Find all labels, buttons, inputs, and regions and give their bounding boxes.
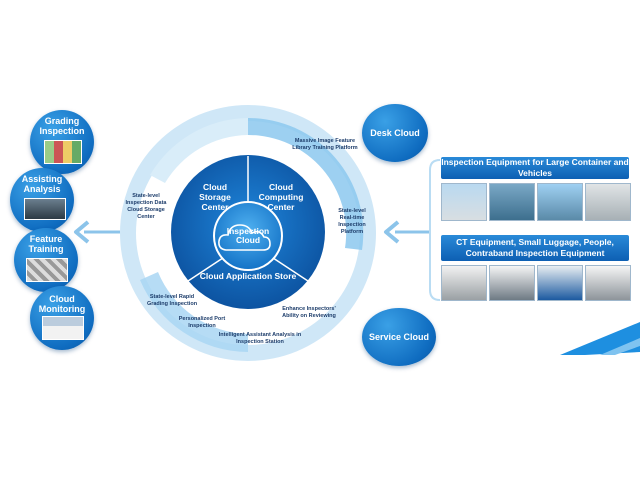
storage-center-text: Cloud Storage Center [199,182,231,212]
desk-cloud-bubble[interactable]: Desk Cloud [362,104,428,162]
ct-equipment-photo-4 [585,265,631,301]
grading-inspection-label: Grading Inspection [39,116,85,136]
ct-equipment-photo-2 [489,265,535,301]
personalized-text: Personalized Port Inspection [178,316,226,329]
feature-training-bubble[interactable]: Feature Training [14,228,78,292]
inspection-cloud-text: Inspection Cloud [226,226,270,245]
ring-segment-bottom-left [140,272,248,352]
ct-equipment-photo-1 [441,265,487,301]
inspection-cloud-circle [213,201,283,271]
large-equipment-title: Inspection Equipment for Large Container… [441,157,629,179]
large-equipment-photo-2 [489,183,535,221]
image-platform-text: Massive Image Feature Library Training P… [292,138,358,151]
large-equipment-photo-4 [585,183,631,221]
arrow-left-icon [74,220,90,244]
assistant-text: Intelligent Assistant Analysis in Inspec… [218,332,302,345]
app-store-text: Cloud Application Store [199,271,297,281]
realtime-platform-text: State-level Real-time Inspection Platfor… [338,208,366,235]
ring-segment-top-right [248,117,364,251]
large-equipment-photo-1 [441,183,487,221]
cloud-monitoring-image [42,316,84,340]
assisting-analysis-bubble[interactable]: Assisting Analysis [10,168,74,232]
service-cloud-bubble[interactable]: Service Cloud [362,308,436,366]
cloud-monitoring-bubble[interactable]: Cloud Monitoring [30,286,94,350]
grading-inspection-bubble[interactable]: Grading Inspection [30,110,94,174]
storage-platform-text: State-level Inspection Data Cloud Storag… [125,193,167,220]
grading-inspection-image [44,140,82,164]
ct-equipment-photo-3 [537,265,583,301]
arrow-right-icon [384,220,400,244]
right-bracket [429,159,441,301]
rapid-grading-text: State-level Rapid Grading Inspection [146,294,198,307]
cloud-monitoring-label: Cloud Monitoring [38,294,86,314]
feature-training-image [26,258,68,282]
service-cloud-label: Service Cloud [368,332,430,342]
ring-segment-top-left [150,118,248,183]
computing-center-text: Cloud Computing Center [258,182,304,212]
large-equipment-photo-3 [537,183,583,221]
feature-training-label: Feature Training [28,234,64,254]
desk-cloud-label: Desk Cloud [370,128,420,138]
enhance-text: Enhance Inspectors' Ability on Reviewing [282,306,336,319]
ct-equipment-title: CT Equipment, Small Luggage, People, Con… [441,235,629,261]
decorative-stripe [600,338,640,355]
assisting-analysis-image [24,198,66,220]
cloud-icon [218,224,271,251]
assisting-analysis-label: Assisting Analysis [21,174,63,194]
